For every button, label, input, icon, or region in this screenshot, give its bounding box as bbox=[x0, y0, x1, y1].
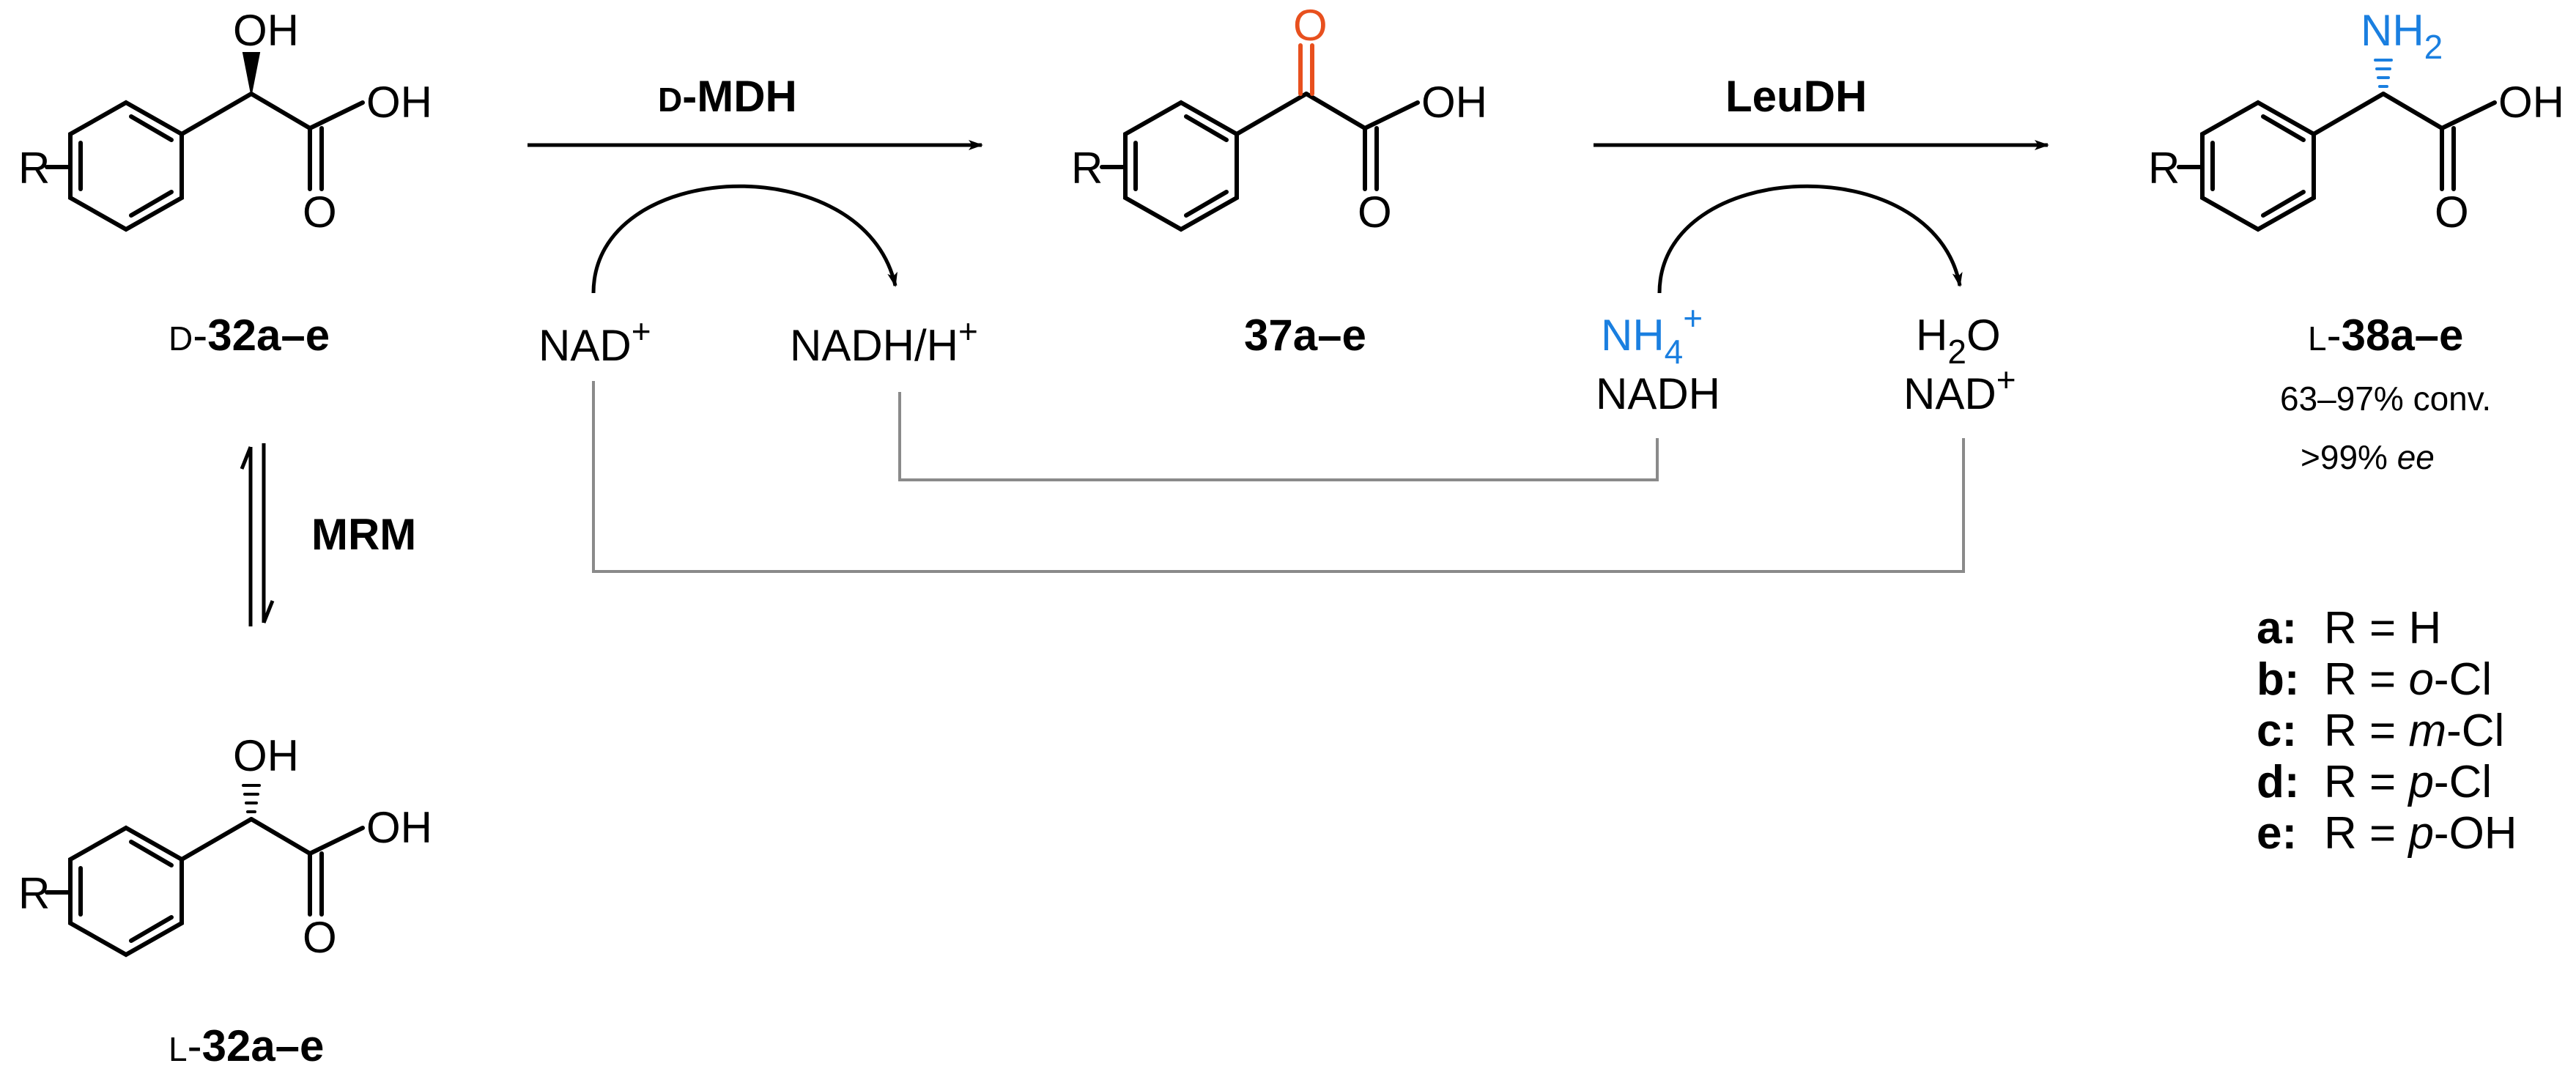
compound-label-37: 37a–e bbox=[1244, 311, 1366, 360]
legend-entry: b:R = o-Cl bbox=[2257, 654, 2492, 705]
compound-l-38 bbox=[2177, 59, 2497, 232]
legend-entry: d:R = p-Cl bbox=[2257, 757, 2492, 807]
compound-37 bbox=[1100, 43, 1420, 232]
r-group-label: R bbox=[18, 869, 50, 918]
r-group-label: R bbox=[1071, 144, 1103, 193]
benzene-ring bbox=[2200, 100, 2316, 232]
cofactor-ammonium: NH4+ bbox=[1601, 299, 1703, 371]
benzene-ring bbox=[68, 100, 184, 232]
cofactor-water: H2O bbox=[1916, 311, 2001, 371]
legend-entry: a:R = H bbox=[2257, 603, 2441, 654]
hashed-bond bbox=[242, 784, 261, 813]
compound-d-32 bbox=[45, 52, 365, 232]
carbonyl-o-label: O bbox=[303, 188, 337, 237]
hydroxyl-label: OH bbox=[233, 6, 299, 55]
equilibrium-arrows bbox=[240, 443, 275, 626]
cofactor-nad-regenerated: NAD+ bbox=[1903, 360, 2016, 418]
ee-note: >99% ee bbox=[2301, 438, 2435, 476]
r-group-label: R bbox=[2148, 144, 2180, 193]
enzyme-mrm: MRM bbox=[311, 510, 416, 559]
r-group-label: R bbox=[18, 144, 50, 193]
carbonyl-o-label: O bbox=[303, 913, 337, 962]
carbonyl-o-label: O bbox=[2435, 188, 2469, 237]
cofactor-nad-plus: NAD+ bbox=[538, 312, 651, 370]
acid-oh-label: OH bbox=[366, 78, 432, 127]
benzene-ring bbox=[68, 825, 184, 958]
enzyme-leudh: LeuDH bbox=[1725, 72, 1867, 121]
acid-oh-label: OH bbox=[2498, 78, 2564, 127]
cofactor-curve-leudh bbox=[1657, 184, 1963, 294]
acid-oh-label: OH bbox=[1421, 78, 1487, 127]
enzyme-d-mdh: D-MDH bbox=[658, 72, 797, 121]
wedge-bond bbox=[242, 52, 261, 95]
compound-label-l-32: L-32a–e bbox=[169, 1021, 324, 1070]
nadh-recycle-line bbox=[898, 392, 1659, 481]
substituent-legend: a:R = H b:R = o-Cl c:R = m-Cl d:R = p-Cl… bbox=[2257, 603, 2517, 859]
carbonyl-o-label: O bbox=[1358, 188, 1392, 237]
compound-label-l-38: L-38a–e bbox=[2308, 311, 2463, 360]
cofactor-curve-mdh bbox=[591, 184, 897, 294]
cofactor-nadh-h: NADH/H+ bbox=[790, 312, 978, 370]
compound-label-d-32: D-32a–e bbox=[169, 311, 330, 360]
legend-entry: e:R = p-OH bbox=[2257, 808, 2517, 859]
nad-recycle-line bbox=[592, 381, 1965, 573]
keto-o-label: O bbox=[1293, 1, 1328, 50]
cofactor-nadh: NADH bbox=[1596, 369, 1720, 418]
conversion-note: 63–97% conv. bbox=[2280, 380, 2491, 418]
amino-label: NH2 bbox=[2361, 6, 2443, 66]
hashed-bond bbox=[2374, 59, 2393, 88]
legend-entry: c:R = m-Cl bbox=[2257, 706, 2504, 756]
benzene-ring bbox=[1123, 100, 1239, 232]
acid-oh-label: OH bbox=[366, 803, 432, 852]
hydroxyl-label: OH bbox=[233, 731, 299, 780]
compound-l-32 bbox=[45, 784, 365, 958]
